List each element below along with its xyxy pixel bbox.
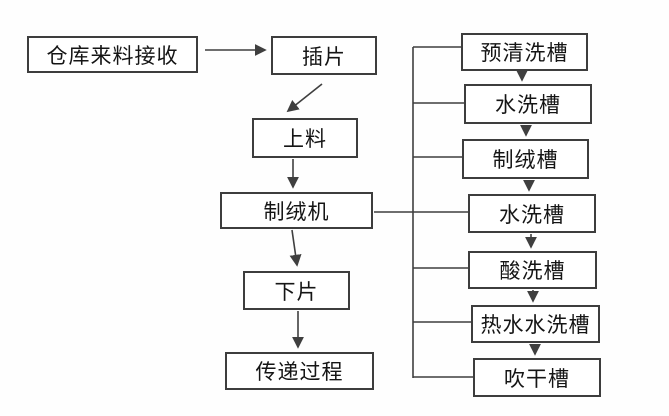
arrow-texturing-machine-to-unloading xyxy=(289,229,302,267)
flow-box-insert-wafer: 插片 xyxy=(271,36,377,75)
flow-box-acid-wash-tank: 酸洗槽 xyxy=(468,251,597,289)
flow-box-unloading: 下片 xyxy=(243,271,350,310)
flow-box-texturing-machine: 制绒机 xyxy=(220,192,373,229)
flow-box-loading: 上料 xyxy=(252,118,358,158)
flow-box-texturing-tank: 制绒槽 xyxy=(462,139,589,179)
flow-box-warehouse-receive: 仓库来料接收 xyxy=(27,36,198,73)
arrow-insert-to-loading xyxy=(286,83,323,113)
flow-box-water-wash-tank-2: 水洗槽 xyxy=(468,194,596,233)
flow-box-transfer-process: 传递过程 xyxy=(225,352,374,390)
flow-box-pre-clean-tank: 预清洗槽 xyxy=(461,33,588,71)
flow-box-blow-dry-tank: 吹干槽 xyxy=(473,358,601,397)
flow-box-water-wash-tank-1: 水洗槽 xyxy=(464,84,592,124)
flow-box-hot-water-wash-tank: 热水水洗槽 xyxy=(471,305,600,343)
